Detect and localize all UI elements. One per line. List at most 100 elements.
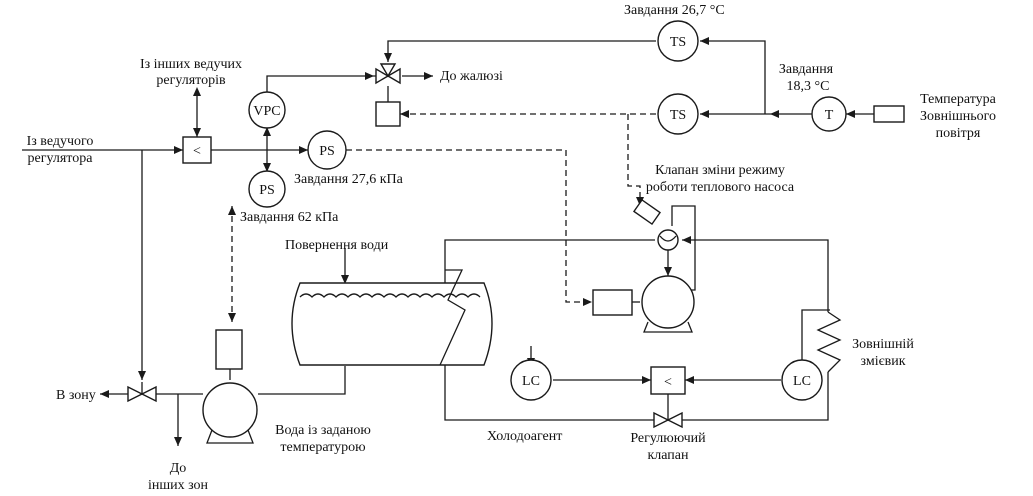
- line-vpc-to-louver: [266, 75, 376, 93]
- arrow-vpc-up: [263, 127, 271, 136]
- instrument-ps-pump: PS: [248, 170, 286, 208]
- label-external-coil-2: змієвик: [861, 354, 906, 369]
- selector-right-box: [650, 366, 686, 395]
- arrow-down-to-selector: [193, 128, 201, 137]
- zone-valve-left: [127, 385, 144, 403]
- line-refrigerant-top-right: [682, 239, 829, 312]
- arrow-to-compressor-actuator: [583, 298, 592, 306]
- dash-ts-mid-to-mode-valve: [627, 114, 641, 204]
- label-water-return: Повернення води: [285, 238, 389, 253]
- zone-valve-right: [140, 385, 157, 403]
- mode-valve-body: [657, 229, 679, 251]
- outdoor-air-sensor: [873, 105, 905, 123]
- instrument-vpc: VPC: [248, 91, 286, 129]
- dashed-lines: [231, 113, 656, 322]
- external-coil: [816, 311, 842, 373]
- tank-coil: [439, 269, 466, 366]
- label-setpoint-26-7: Завдання 26,7 °С: [624, 3, 725, 18]
- instrument-ts-top: TS: [657, 20, 699, 62]
- selector-right-symbol: <: [664, 375, 672, 390]
- instrument-ts-mid: TS: [657, 93, 699, 135]
- arrow-to-other-zones: [174, 437, 182, 446]
- label-to-zone: В зону: [56, 388, 96, 403]
- arrow-to-louver-valve: [365, 72, 374, 80]
- arrow-to-louver-actuator: [400, 110, 409, 118]
- arrow-mode-valve-down: [664, 267, 672, 276]
- compressor-base: [643, 321, 693, 333]
- line-coil-lc-right: [801, 309, 830, 366]
- selector-left-box: [182, 136, 212, 164]
- zone-valve: [127, 382, 157, 403]
- line-t-to-ts-top: [700, 40, 766, 114]
- arrow-down-louver: [384, 53, 392, 62]
- label-regulating-valve-1: Регулюючий: [630, 431, 706, 446]
- label-water-set-temp-2: температурою: [280, 440, 365, 455]
- label-to-other-zones-1: До: [170, 461, 187, 476]
- ts-mid-circle: [657, 93, 699, 135]
- pump-body: [202, 382, 258, 438]
- arrow-to-ts-mid: [700, 110, 709, 118]
- label-setpoint-62: Завдання 62 кПа: [240, 210, 339, 225]
- selector-left: <: [182, 136, 212, 164]
- annotations: Із інших ведучих регуляторів Із ведучого…: [27, 3, 997, 493]
- mode-valve-symbol: [659, 235, 677, 242]
- label-from-leading-2: регулятора: [28, 151, 94, 166]
- label-external-coil-1: Зовнішній: [852, 337, 914, 352]
- compressor: [592, 275, 695, 333]
- arrowheads: [100, 37, 855, 446]
- t-circle: [811, 96, 847, 132]
- pump-actuator: [215, 329, 243, 370]
- mode-valve: [632, 198, 679, 251]
- label-outdoor-temp-2: Зовнішнього: [920, 109, 996, 124]
- label-heat-pump-valve-1: Клапан зміни режиму: [655, 163, 785, 178]
- line-tank-to-pump: [258, 366, 346, 395]
- label-outdoor-temp-3: повітря: [936, 126, 981, 141]
- label-refrigerant: Холодоагент: [487, 429, 562, 444]
- pump-base: [206, 429, 254, 444]
- arrow-to-louvers: [424, 72, 433, 80]
- instrument-lc-right: LC: [781, 359, 823, 401]
- line-ts-top-to-louver: [387, 40, 656, 62]
- water-pump: [202, 329, 258, 444]
- louver-valve-top: [379, 63, 397, 78]
- arrow-to-ps: [299, 146, 308, 154]
- arrow-to-t-junction: [770, 110, 779, 118]
- arrow-lc-left-to-selector: [642, 376, 651, 384]
- ps-main-label: PS: [319, 144, 335, 159]
- instrument-lc-left: LC: [510, 359, 552, 401]
- ts-top-circle: [657, 20, 699, 62]
- tank-water-surface: [299, 293, 481, 298]
- line-refrigerant-bottom: [444, 365, 829, 421]
- external-coil-zigzag: [816, 311, 842, 373]
- arrow-to-ts-top: [700, 37, 709, 45]
- instrument-ps-main: PS: [307, 130, 347, 170]
- lc-right-label: LC: [793, 374, 811, 389]
- ts-top-label: TS: [670, 35, 686, 50]
- arrow-lc-right-to-selector: [685, 376, 694, 384]
- arrow-to-selector: [174, 146, 183, 154]
- arrow-outdoor-to-t: [846, 110, 855, 118]
- arrow-loop-to-mode-valve: [682, 236, 691, 244]
- ts-mid-label: TS: [670, 108, 686, 123]
- t-label: T: [825, 108, 834, 123]
- arrow-to-zone: [100, 390, 109, 398]
- arrow-ps-pump-up: [228, 206, 236, 215]
- louver-valve-left: [375, 67, 390, 85]
- vpc-label: VPC: [253, 104, 280, 119]
- label-heat-pump-valve-2: роботи теплового насоса: [646, 180, 795, 195]
- water-tank: [291, 269, 493, 366]
- regulating-valve: [653, 408, 683, 429]
- label-setpoint-18-3-2: 18,3 °С: [787, 79, 830, 94]
- label-to-other-zones-2: інших зон: [148, 478, 209, 493]
- vpc-circle: [248, 91, 286, 129]
- compressor-body: [641, 275, 695, 329]
- solid-lines: [22, 40, 874, 446]
- label-from-leading-1: Із ведучого: [27, 134, 94, 149]
- dash-ps-to-compressor: [346, 149, 592, 303]
- label-from-other-leading-2: регуляторів: [156, 73, 226, 88]
- reg-valve-right: [666, 411, 683, 429]
- label-setpoint-27-6: Завдання 27,6 кПа: [294, 172, 404, 187]
- ps-pump-label: PS: [259, 183, 275, 198]
- mode-valve-actuator: [632, 198, 662, 226]
